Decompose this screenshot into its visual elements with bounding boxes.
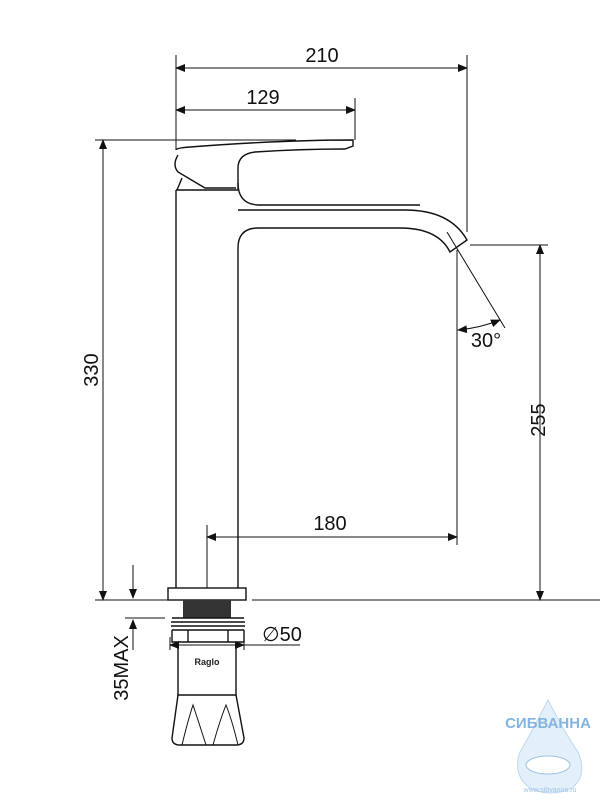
thread-section: [183, 600, 231, 618]
svg-text:www.sibvanna.ru: www.sibvanna.ru: [523, 787, 577, 794]
svg-text:30°: 30°: [471, 330, 501, 352]
svg-text:255: 255: [528, 403, 550, 436]
watermark-logo: СИБВАННА www.sibvanna.ru: [505, 698, 591, 794]
dimension-total-height: 330: [81, 139, 600, 601]
dimension-spout-height: 255: [470, 244, 550, 601]
svg-text:210: 210: [305, 45, 338, 67]
svg-text:∅50: ∅50: [262, 624, 302, 646]
dimension-max-countertop: 35MAX: [111, 565, 165, 701]
svg-text:СИБВАННА: СИБВАННА: [505, 715, 591, 732]
svg-text:35MAX: 35MAX: [111, 635, 133, 701]
dimension-spout-reach: 180: [206, 250, 458, 588]
svg-text:180: 180: [313, 513, 346, 535]
handle-lever: [174, 139, 420, 206]
dimension-base-diameter: ∅50: [169, 624, 302, 650]
base-assembly: Raglo: [167, 587, 247, 746]
dimension-handle-length: 129: [175, 87, 356, 140]
brand-label: Raglo: [194, 657, 220, 667]
faucet-body: [175, 189, 468, 588]
dimension-spout-angle: 30°: [446, 231, 506, 352]
dimension-overall-width: 210: [175, 45, 468, 232]
svg-text:330: 330: [81, 353, 103, 386]
svg-text:129: 129: [246, 87, 279, 109]
